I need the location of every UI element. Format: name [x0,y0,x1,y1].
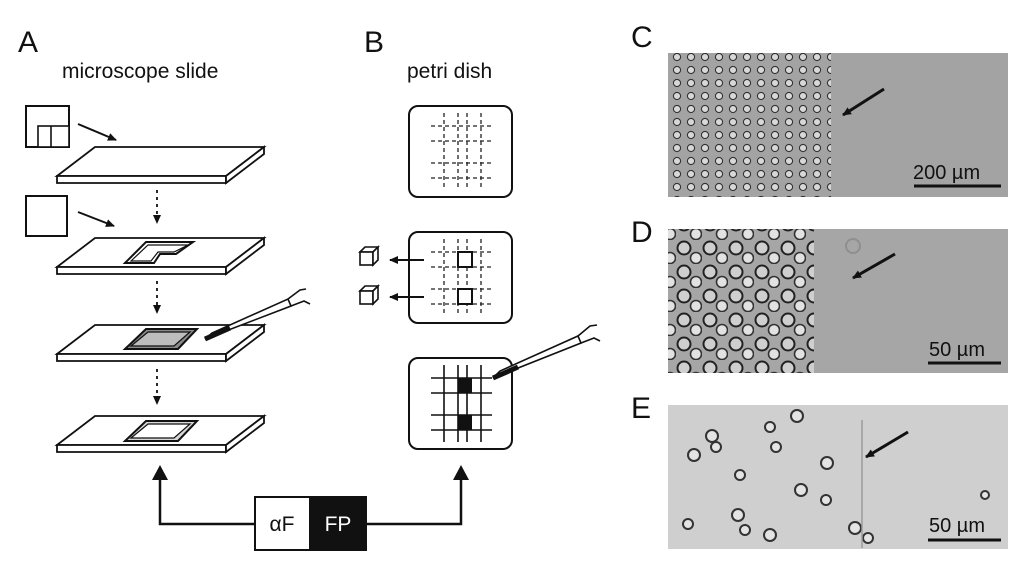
slide-2 [54,236,267,276]
panel-b-title: petri dish [407,60,492,83]
panel-c-label: C [631,21,653,54]
fp-label: FP [325,513,352,536]
panel-b-label: B [364,26,384,59]
slide-3 [54,323,267,363]
arrow-a1 [77,123,117,141]
pipette-a [203,288,311,342]
panel-a-title: microscope slide [62,60,218,83]
cube-icon-2 [358,284,380,306]
petri-dish-2 [408,231,513,324]
slide-1 [54,145,267,185]
scale-label-c: 200 µm [913,162,980,184]
panel-e-label: E [631,392,651,425]
bottom-connector [152,465,469,526]
coverslip-with-cutout-icon [25,105,70,148]
arrow-d [852,252,896,280]
scale-label-e: 50 µm [929,515,985,537]
arrow-e [865,430,909,459]
micrograph-d: 50 µm [668,229,1008,373]
af-label: αF [270,513,295,536]
petri-dish-3 [408,357,513,450]
panel-a-label: A [18,26,38,59]
slide-4 [54,414,267,454]
cube-icon-1 [358,245,380,267]
scale-label-d: 50 µm [929,339,985,361]
micrograph-e: 50 µm [668,405,1008,549]
af-fp-box: αF FP [254,496,367,551]
arrow-a2 [77,211,115,227]
petri-dish-1 [408,105,513,198]
coverslip-square-icon [25,195,68,237]
arrow-c [842,87,885,117]
pipette-b [491,324,601,381]
micrograph-c: 200 µm [668,53,1008,197]
panel-d-label: D [631,216,653,249]
